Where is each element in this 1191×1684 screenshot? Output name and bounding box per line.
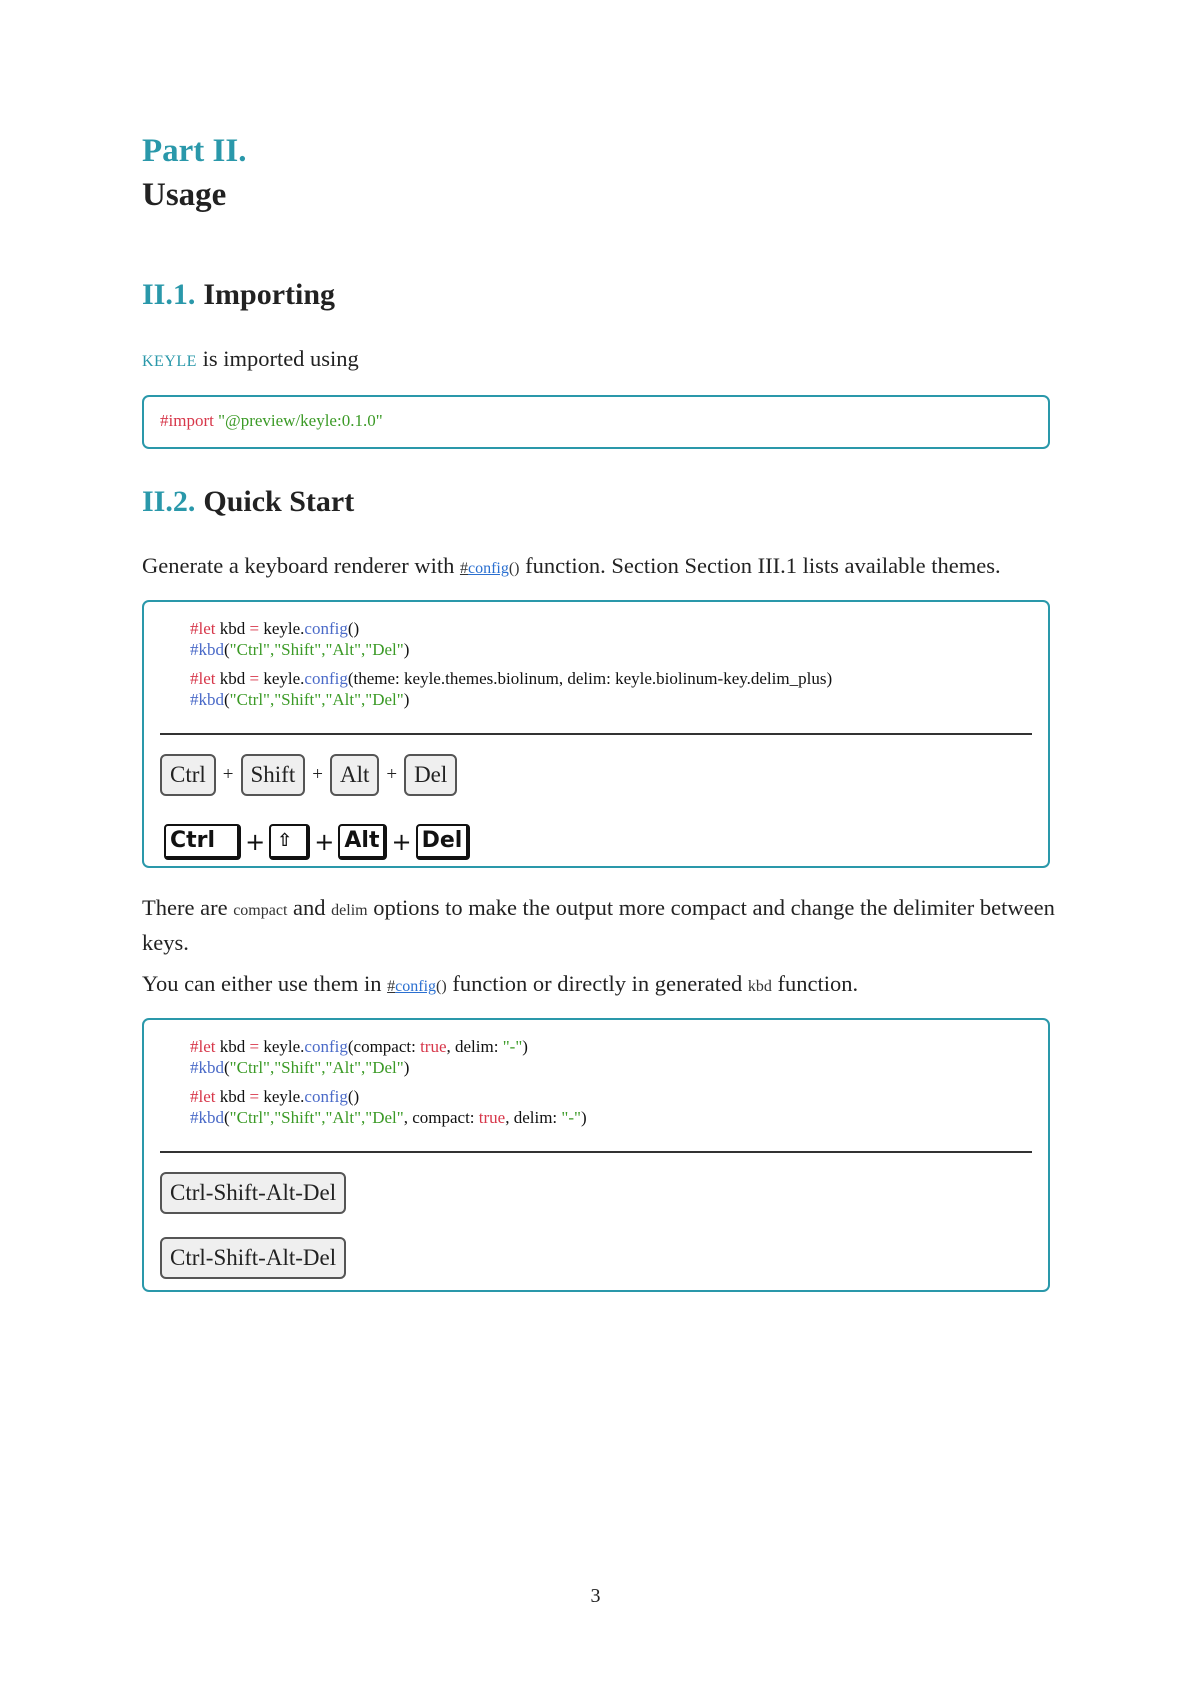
config-link[interactable]: #config bbox=[459, 560, 509, 577]
quickstart-code-block: #let kbd = keyle.config() #kbd("Ctrl","S… bbox=[142, 600, 1050, 868]
key-delimiter: + bbox=[222, 764, 234, 785]
key-shift: Shift bbox=[240, 754, 306, 796]
page-number: 3 bbox=[590, 1585, 601, 1607]
shift-icon: ⇧ bbox=[269, 824, 311, 860]
importing-intro: keyle is imported using bbox=[142, 343, 1062, 375]
code-output-divider bbox=[160, 733, 1032, 735]
intro-text: is imported using bbox=[196, 346, 359, 371]
para-text: Generate a keyboard renderer with bbox=[142, 553, 460, 578]
keyboard-output-compact: Ctrl-Shift-Alt-Del bbox=[160, 1172, 347, 1214]
keyboard-output-biolinum: Ctrl + ⇧ + Alt + Del bbox=[164, 824, 471, 860]
key-ctrl: Ctrl bbox=[160, 754, 216, 796]
keyboard-output-default: Ctrl + Shift + Alt + Del bbox=[160, 754, 458, 796]
option-compact: compact bbox=[233, 902, 288, 919]
key-alt: Alt bbox=[329, 754, 380, 796]
key-del: Del bbox=[415, 824, 471, 860]
import-keyword: #import bbox=[160, 411, 214, 430]
section-title: Importing bbox=[203, 278, 336, 311]
key-delimiter: + bbox=[386, 764, 398, 785]
config-link[interactable]: #config bbox=[387, 978, 437, 995]
import-string: "@preview/keyle:0.1.0" bbox=[213, 411, 383, 430]
section-heading-quickstart: II.2.Quick Start bbox=[142, 484, 354, 520]
keyboard-output-compact: Ctrl-Shift-Alt-Del bbox=[160, 1237, 347, 1279]
code-lines: #let kbd = keyle.config() #kbd("Ctrl","S… bbox=[190, 619, 833, 709]
package-name: keyle bbox=[142, 346, 197, 371]
code-output-divider bbox=[160, 1151, 1032, 1153]
section-number: II.2. bbox=[142, 485, 196, 518]
section-heading-importing: II.1.Importing bbox=[142, 277, 335, 313]
part-label: Part II. bbox=[142, 133, 247, 169]
key-delimiter: + bbox=[314, 828, 335, 856]
para-text: function. Section Section III.1 lists av… bbox=[519, 553, 1001, 578]
quickstart-para1: Generate a keyboard renderer with #confi… bbox=[142, 550, 1082, 585]
key-combo: Ctrl-Shift-Alt-Del bbox=[160, 1237, 347, 1279]
key-del: Del bbox=[404, 754, 458, 796]
key-combo: Ctrl-Shift-Alt-Del bbox=[160, 1172, 347, 1214]
key-delimiter: + bbox=[391, 828, 412, 856]
section-title: Quick Start bbox=[203, 485, 355, 518]
key-alt: Alt bbox=[338, 824, 388, 860]
key-delimiter: + bbox=[312, 764, 323, 785]
inline-code-kbd: kbd bbox=[747, 978, 772, 995]
part-title: Usage bbox=[142, 177, 227, 213]
parens: () bbox=[508, 560, 520, 577]
key-ctrl: Ctrl bbox=[164, 824, 242, 860]
option-delim: delim bbox=[331, 902, 368, 919]
quickstart-para2: There are compact and delim options to m… bbox=[142, 895, 1055, 955]
section-number: II.1. bbox=[142, 278, 196, 311]
compact-code-block: #let kbd = keyle.config(compact: true, d… bbox=[142, 1018, 1050, 1292]
quickstart-para3: You can either use them in #config() fun… bbox=[142, 971, 859, 996]
key-delimiter: + bbox=[245, 828, 266, 856]
import-code-block: #import "@preview/keyle:0.1.0" bbox=[142, 395, 1050, 449]
code-lines: #let kbd = keyle.config(compact: true, d… bbox=[190, 1037, 587, 1127]
